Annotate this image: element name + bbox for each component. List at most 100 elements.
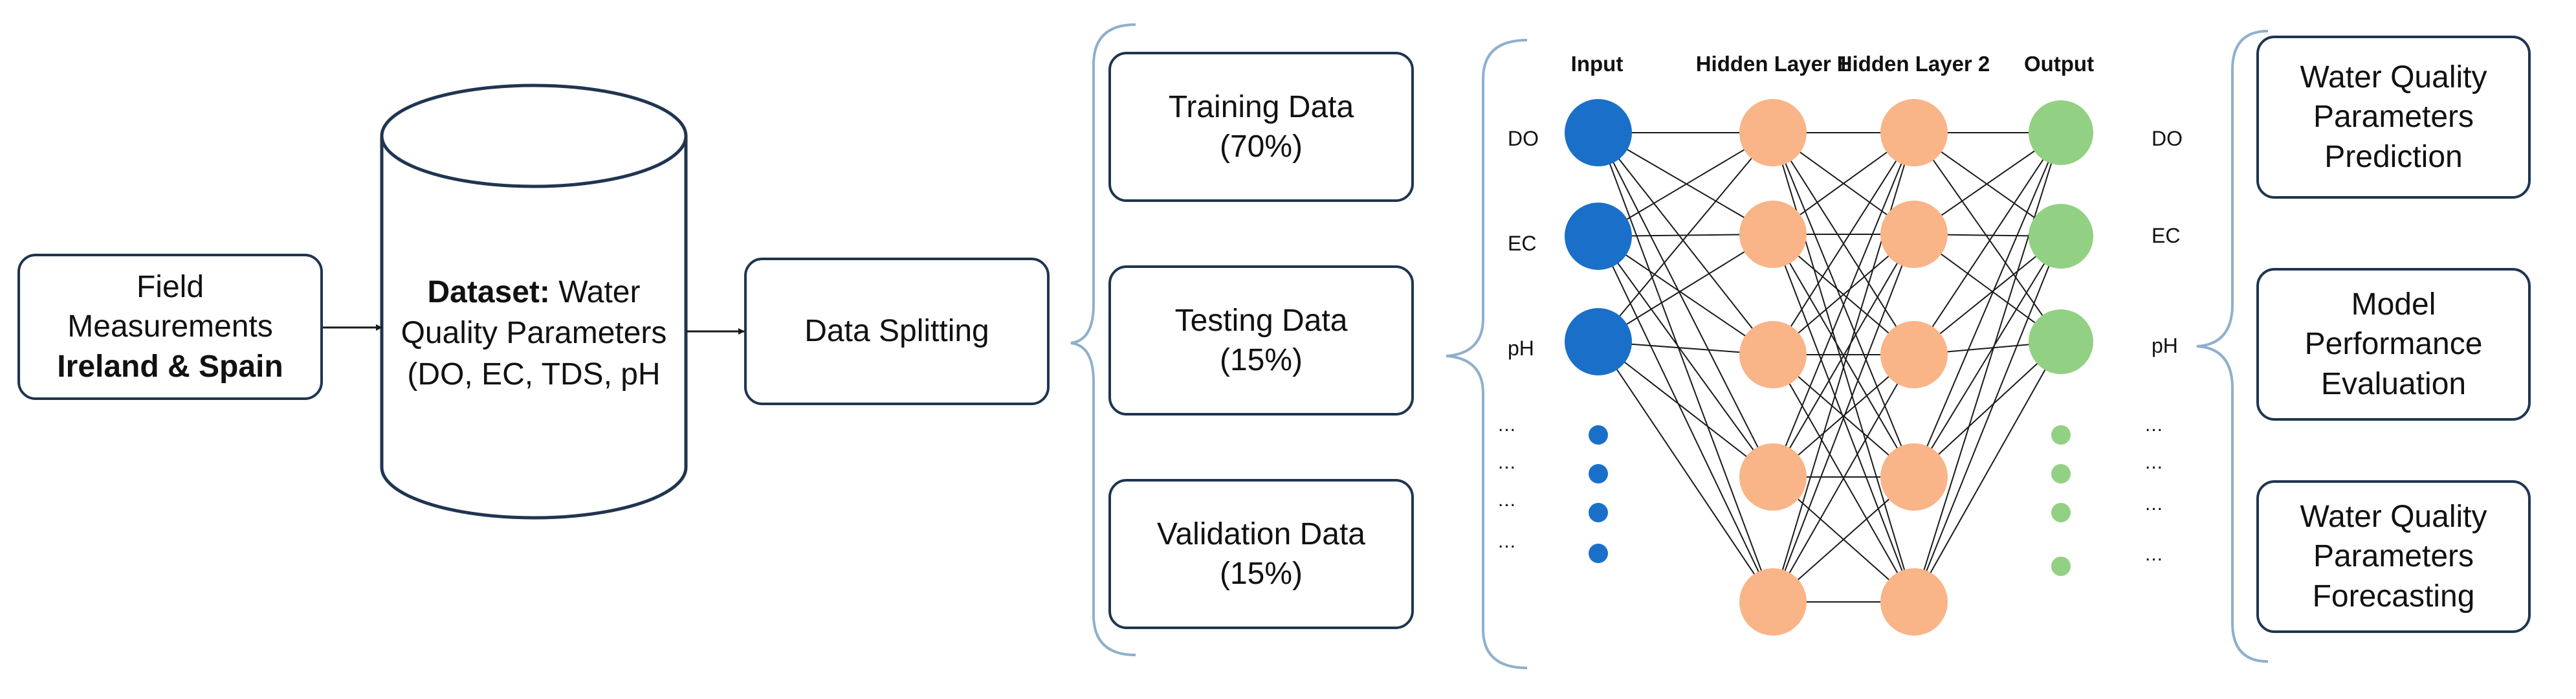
connection-hidden1-hidden2 [1772,132,1915,355]
hidden2-node [1880,443,1948,511]
hidden1-node [1739,99,1807,166]
evaluation-box: Model Performance Evaluation [2256,268,2531,421]
output-label-do: DO [2152,127,2183,150]
input-label-do: DO [1508,127,1539,150]
dataset-line-3: Parameters (DO, [407,316,667,392]
hidden1-node [1739,201,1807,268]
connection-hidden2-output [1913,132,2062,603]
connection-hidden2-output [1913,132,2062,478]
connection-hidden1-hidden2 [1772,234,1915,478]
connection-input-hidden1 [1598,132,1774,237]
evaluation-line-3: Evaluation [2320,366,2467,401]
connection-input-hidden1 [1598,132,1774,355]
connection-input-hidden1 [1598,132,1774,235]
dataset-label: Dataset: Water Quality Parameters (DO, E… [388,272,679,395]
output-label-ec: EC [2152,224,2181,247]
input-label-more-4: ... [1498,531,1517,552]
network-connections [1598,132,2062,603]
output-node [2029,309,2093,374]
input-label-more-1: ... [1498,414,1517,436]
connection-input-hidden1 [1598,236,1774,355]
input-label-ec: EC [1508,232,1537,255]
training-data-box: Training Data (70%) [1108,52,1414,202]
output-label-ph: pH [2152,334,2178,357]
prediction-line-1: Water Quality [2300,60,2487,94]
layer-heading-output: Output [2023,52,2095,76]
connection-hidden2-output [1913,236,2062,478]
connection-input-hidden1 [1598,132,1774,342]
network-nodes [1565,99,2093,636]
testing-line-1: Testing Data [1174,303,1348,338]
hidden1-node [1739,321,1807,388]
dataset-line-2: Quality [401,316,498,351]
connection-input-hidden1 [1598,236,1774,603]
connection-hidden2-output [1913,132,2062,342]
connection-input-hidden1 [1598,132,1774,478]
layer-heading-hidden-2: Hidden Layer 2 [1836,52,1990,76]
output-node-small [2051,425,2071,445]
evaluation-line-2: Performance [2304,327,2483,362]
training-line-1: Training Data [1168,89,1354,124]
input-node-small [1589,544,1608,563]
output-label-more-3: ... [2145,493,2164,515]
hidden2-node [1880,568,1948,636]
layer-heading-input: Input [1570,52,1624,76]
connection-input-hidden1 [1598,132,1774,603]
connection-hidden1-hidden2 [1772,354,1915,603]
data-splitting-box: Data Splitting [744,258,1050,405]
output-label-more-1: ... [2145,414,2164,436]
field-line-2: Measurements [67,309,273,344]
connection-hidden2-output [1913,132,2062,355]
validation-line-2: (15%) [1219,557,1303,591]
dataset-line-1: Water [558,275,641,309]
output-node [2029,100,2093,165]
output-node [2029,204,2093,269]
input-node-small [1589,464,1608,483]
field-line-3: Ireland & Spain [57,349,283,384]
prediction-box: Water Quality Parameters Prediction [2256,36,2531,199]
hidden1-node [1739,568,1807,636]
hidden2-node [1880,321,1948,388]
connection-input-hidden1 [1598,236,1774,478]
connection-hidden1-hidden2 [1772,132,1915,478]
input-label-more-3: ... [1498,489,1517,511]
hidden1-node [1739,443,1807,511]
input-node-small [1589,425,1608,445]
network-bracket [1446,39,1528,669]
input-label-more-2: ... [1498,452,1517,473]
input-node [1565,203,1632,270]
input-node-small [1589,503,1608,522]
connection-input-hidden1 [1598,341,1774,478]
evaluation-line-1: Model [2351,287,2436,322]
validation-line-1: Validation Data [1157,516,1365,551]
hidden2-node [1880,99,1948,166]
field-measurements-box: Field Measurements Ireland & Spain [17,254,323,400]
data-splitting-label: Data Splitting [804,314,989,349]
input-node [1565,99,1632,166]
output-label-more-2: ... [2145,452,2164,473]
testing-data-box: Testing Data (15%) [1108,265,1414,416]
forecasting-box: Water Quality Parameters Forecasting [2256,480,2531,633]
layer-heading-hidden-1: Hidden Layer 1 [1695,52,1849,76]
connection-hidden1-hidden2 [1772,234,1915,603]
forecasting-line-2: Parameters [2313,539,2474,574]
connection-input-hidden1 [1598,234,1774,342]
connection-input-hidden1 [1598,341,1774,603]
output-node-small [2051,464,2071,483]
prediction-line-3: Prediction [2324,139,2463,174]
validation-data-box: Validation Data (15%) [1108,479,1414,629]
output-node-small [2051,503,2071,522]
forecasting-line-3: Forecasting [2312,579,2475,614]
outcome-bracket [2196,30,2269,663]
field-line-1: Field [136,269,204,304]
hidden2-node [1880,201,1948,268]
input-label-ph: pH [1508,337,1534,360]
training-line-2: (70%) [1219,129,1303,164]
split-bracket [1070,23,1136,656]
dataset-bold-label: Dataset: [427,275,550,309]
dataset-line-4: EC, TDS, pH [481,357,661,392]
forecasting-line-1: Water Quality [2300,499,2487,534]
input-node [1565,308,1632,375]
output-label-more-4: ... [2145,544,2164,565]
